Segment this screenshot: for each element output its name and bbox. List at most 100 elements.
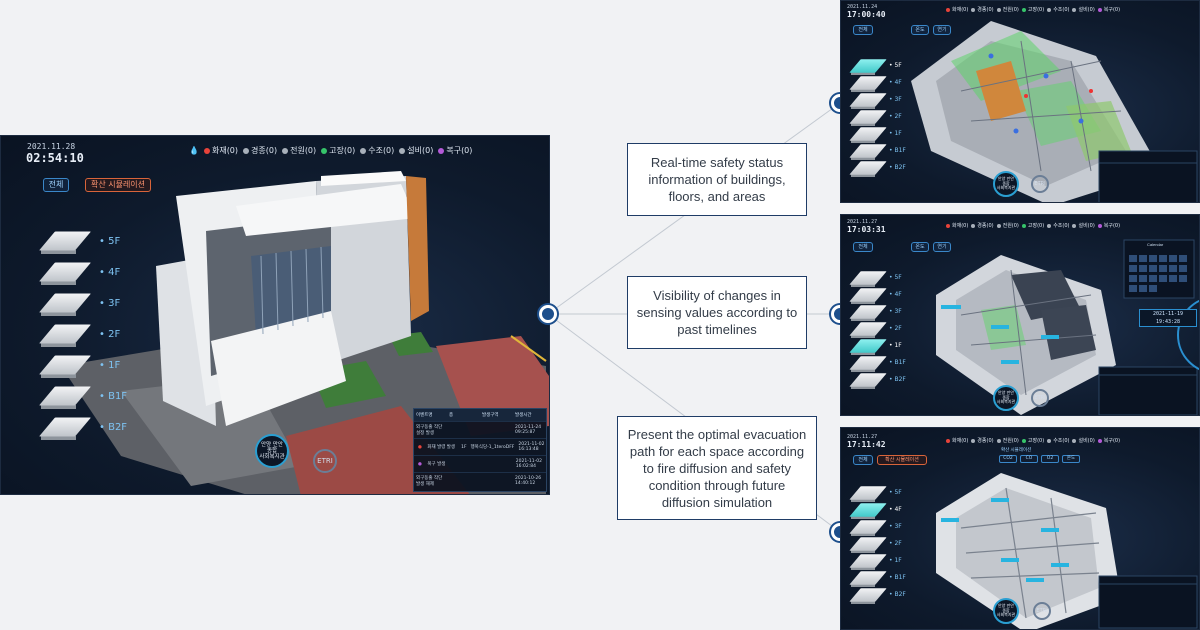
- event-column-header: 이벤트명: [416, 413, 433, 418]
- floor-label: • 4F: [99, 267, 121, 279]
- calendar-time-text: 19:43:28: [1155, 319, 1181, 325]
- status-dot-icon: [1021, 223, 1026, 228]
- status-label: 설비(0): [1078, 223, 1095, 229]
- event-row[interactable]: ● 복구 발생 2021-11-02 16:02:84: [414, 455, 546, 472]
- facility-badge[interactable]: 안양 만안 종합 사회복지관: [993, 385, 1019, 411]
- filter-button[interactable]: 확산 시뮬레이션: [877, 455, 927, 465]
- floor-plan-3d[interactable]: [841, 215, 1200, 416]
- floor-label: • 1F: [99, 360, 121, 372]
- facility-badge[interactable]: 안양 만안 종합 사회복지관: [993, 598, 1019, 624]
- status-item: 고장(0): [1021, 6, 1044, 13]
- floor-label: • B1F: [889, 147, 906, 154]
- filter-button[interactable]: 전체: [853, 455, 873, 465]
- status-label: 전원(0): [1002, 438, 1019, 444]
- event-table-header: 이벤트명 층 발생구역 발생시간: [414, 409, 546, 421]
- status-dot-icon: [996, 7, 1001, 12]
- sim-tab[interactable]: 온도: [1062, 455, 1080, 463]
- floor-label: • 4F: [889, 79, 902, 86]
- event-cell: ● 복구 발생: [414, 461, 449, 467]
- floor-label: • 5F: [889, 489, 902, 496]
- filter-button[interactable]: 온도: [911, 242, 929, 252]
- event-cell: 외구동출 작단 설정 발생: [416, 425, 443, 436]
- sim-tab[interactable]: CO2: [999, 455, 1017, 463]
- status-item: 전원(0): [996, 222, 1019, 229]
- simulation-floor-screen: 2021.11.27 17:11:42 화재(0)경종(0)전원(0)고장(0)…: [840, 427, 1200, 630]
- status-item: 화재(0): [946, 6, 968, 13]
- status-dot-icon: [1047, 223, 1052, 228]
- event-cell: 외구동출 작단 발생 해제: [416, 476, 443, 487]
- calendar-date-box[interactable]: 2021-11-19 19:43:28: [1139, 309, 1197, 327]
- filter-button[interactable]: 온도: [911, 25, 929, 35]
- simulation-button[interactable]: 확산 시뮬레이션: [85, 178, 151, 192]
- status-item: 설비(0): [1072, 437, 1095, 444]
- filter-button[interactable]: 연기: [933, 242, 951, 252]
- event-column-header: 발생시간: [515, 413, 532, 418]
- sim-tab[interactable]: CO: [1020, 455, 1038, 463]
- floor-label: • 3F: [889, 96, 902, 103]
- floor-label: • B1F: [889, 574, 906, 581]
- status-label: 경종(0): [251, 146, 278, 155]
- alarm-status-bar: 화재(0)경종(0)전원(0)고장(0)수조(0)설비(0)복구(0): [946, 437, 1120, 444]
- status-label: 복구(0): [446, 146, 473, 155]
- status-label: 고장(0): [1027, 223, 1045, 229]
- floor-label: • 2F: [889, 113, 902, 120]
- date-display: 2021.11.24: [847, 4, 878, 10]
- status-dot-icon: [1097, 223, 1102, 228]
- status-item: 설비(0): [1072, 222, 1095, 229]
- all-button[interactable]: 전체: [43, 178, 69, 192]
- status-label: 전원(0): [290, 146, 317, 155]
- time-display: 17:11:42: [847, 440, 886, 449]
- status-dot-icon: [1072, 438, 1077, 443]
- status-label: 고장(0): [329, 146, 356, 155]
- floor-plan-3d[interactable]: [841, 1, 1200, 203]
- facility-badge[interactable]: 안양 만안 종합 사회복지관: [993, 171, 1019, 197]
- event-cell: 2021-11-02 16:13:48: [518, 442, 545, 452]
- event-name-text: 화재 발령 발생: [425, 445, 456, 450]
- status-item: 전원(0): [282, 145, 316, 156]
- floor-label: • B2F: [889, 591, 906, 598]
- status-label: 복구(0): [1103, 223, 1121, 229]
- floor-label: • 5F: [99, 236, 121, 248]
- alarm-status-bar: 💧 화재(0)경종(0)전원(0)고장(0)수조(0)설비(0)복구(0): [189, 145, 472, 156]
- event-cell: 1F: [461, 444, 467, 450]
- status-dot-icon: [1072, 223, 1077, 228]
- filter-button[interactable]: 전체: [853, 25, 873, 35]
- status-dot-icon: [282, 147, 289, 154]
- status-dot-icon: [1021, 7, 1026, 12]
- status-dot-icon: [996, 223, 1001, 228]
- filter-button[interactable]: 전체: [853, 242, 873, 252]
- status-item: 수조(0): [1047, 222, 1069, 229]
- floor-label: • B1F: [889, 359, 906, 366]
- event-cell: 2021-11-02 16:02:84: [515, 459, 542, 469]
- status-item: 수조(0): [360, 145, 394, 156]
- floor-label: • B2F: [889, 164, 906, 171]
- facility-badge-text: 안양 만안 종합 사회복지관: [996, 603, 1016, 618]
- floor-label: • 3F: [99, 298, 121, 310]
- status-dot-icon: [971, 223, 976, 228]
- status-dot-icon: [203, 147, 210, 154]
- event-cell: 행복식당-1_1teroDFF: [470, 445, 515, 450]
- status-item: 경종(0): [971, 222, 994, 229]
- status-dot-icon: [1047, 438, 1052, 443]
- floor-label: • 2F: [889, 325, 902, 332]
- floor-label: • 3F: [889, 308, 902, 315]
- facility-badge-text: 안양 만안 종합 사회복지관: [259, 441, 285, 461]
- facility-badge[interactable]: 안양 만안 종합 사회복지관: [255, 434, 289, 468]
- time-display: 17:03:31: [847, 225, 886, 234]
- status-label: 전원(0): [1002, 223, 1019, 229]
- status-dot-icon: [1047, 7, 1052, 12]
- filter-button[interactable]: 연기: [933, 25, 951, 35]
- status-label: 경종(0): [977, 223, 994, 229]
- floor-plan-3d[interactable]: [841, 428, 1200, 630]
- sim-tab[interactable]: O2: [1041, 455, 1059, 463]
- status-item: 고장(0): [1021, 222, 1045, 229]
- event-column-header: 발생구역: [482, 413, 499, 418]
- etri-logo: ETRI: [313, 449, 337, 473]
- status-label: 화재(0): [952, 223, 969, 229]
- floor-label: • 2F: [99, 329, 121, 341]
- alarm-status-bar: 화재(0)경종(0)전원(0)고장(0)수조(0)설비(0)복구(0): [946, 6, 1120, 13]
- event-column-header: 층: [449, 413, 454, 418]
